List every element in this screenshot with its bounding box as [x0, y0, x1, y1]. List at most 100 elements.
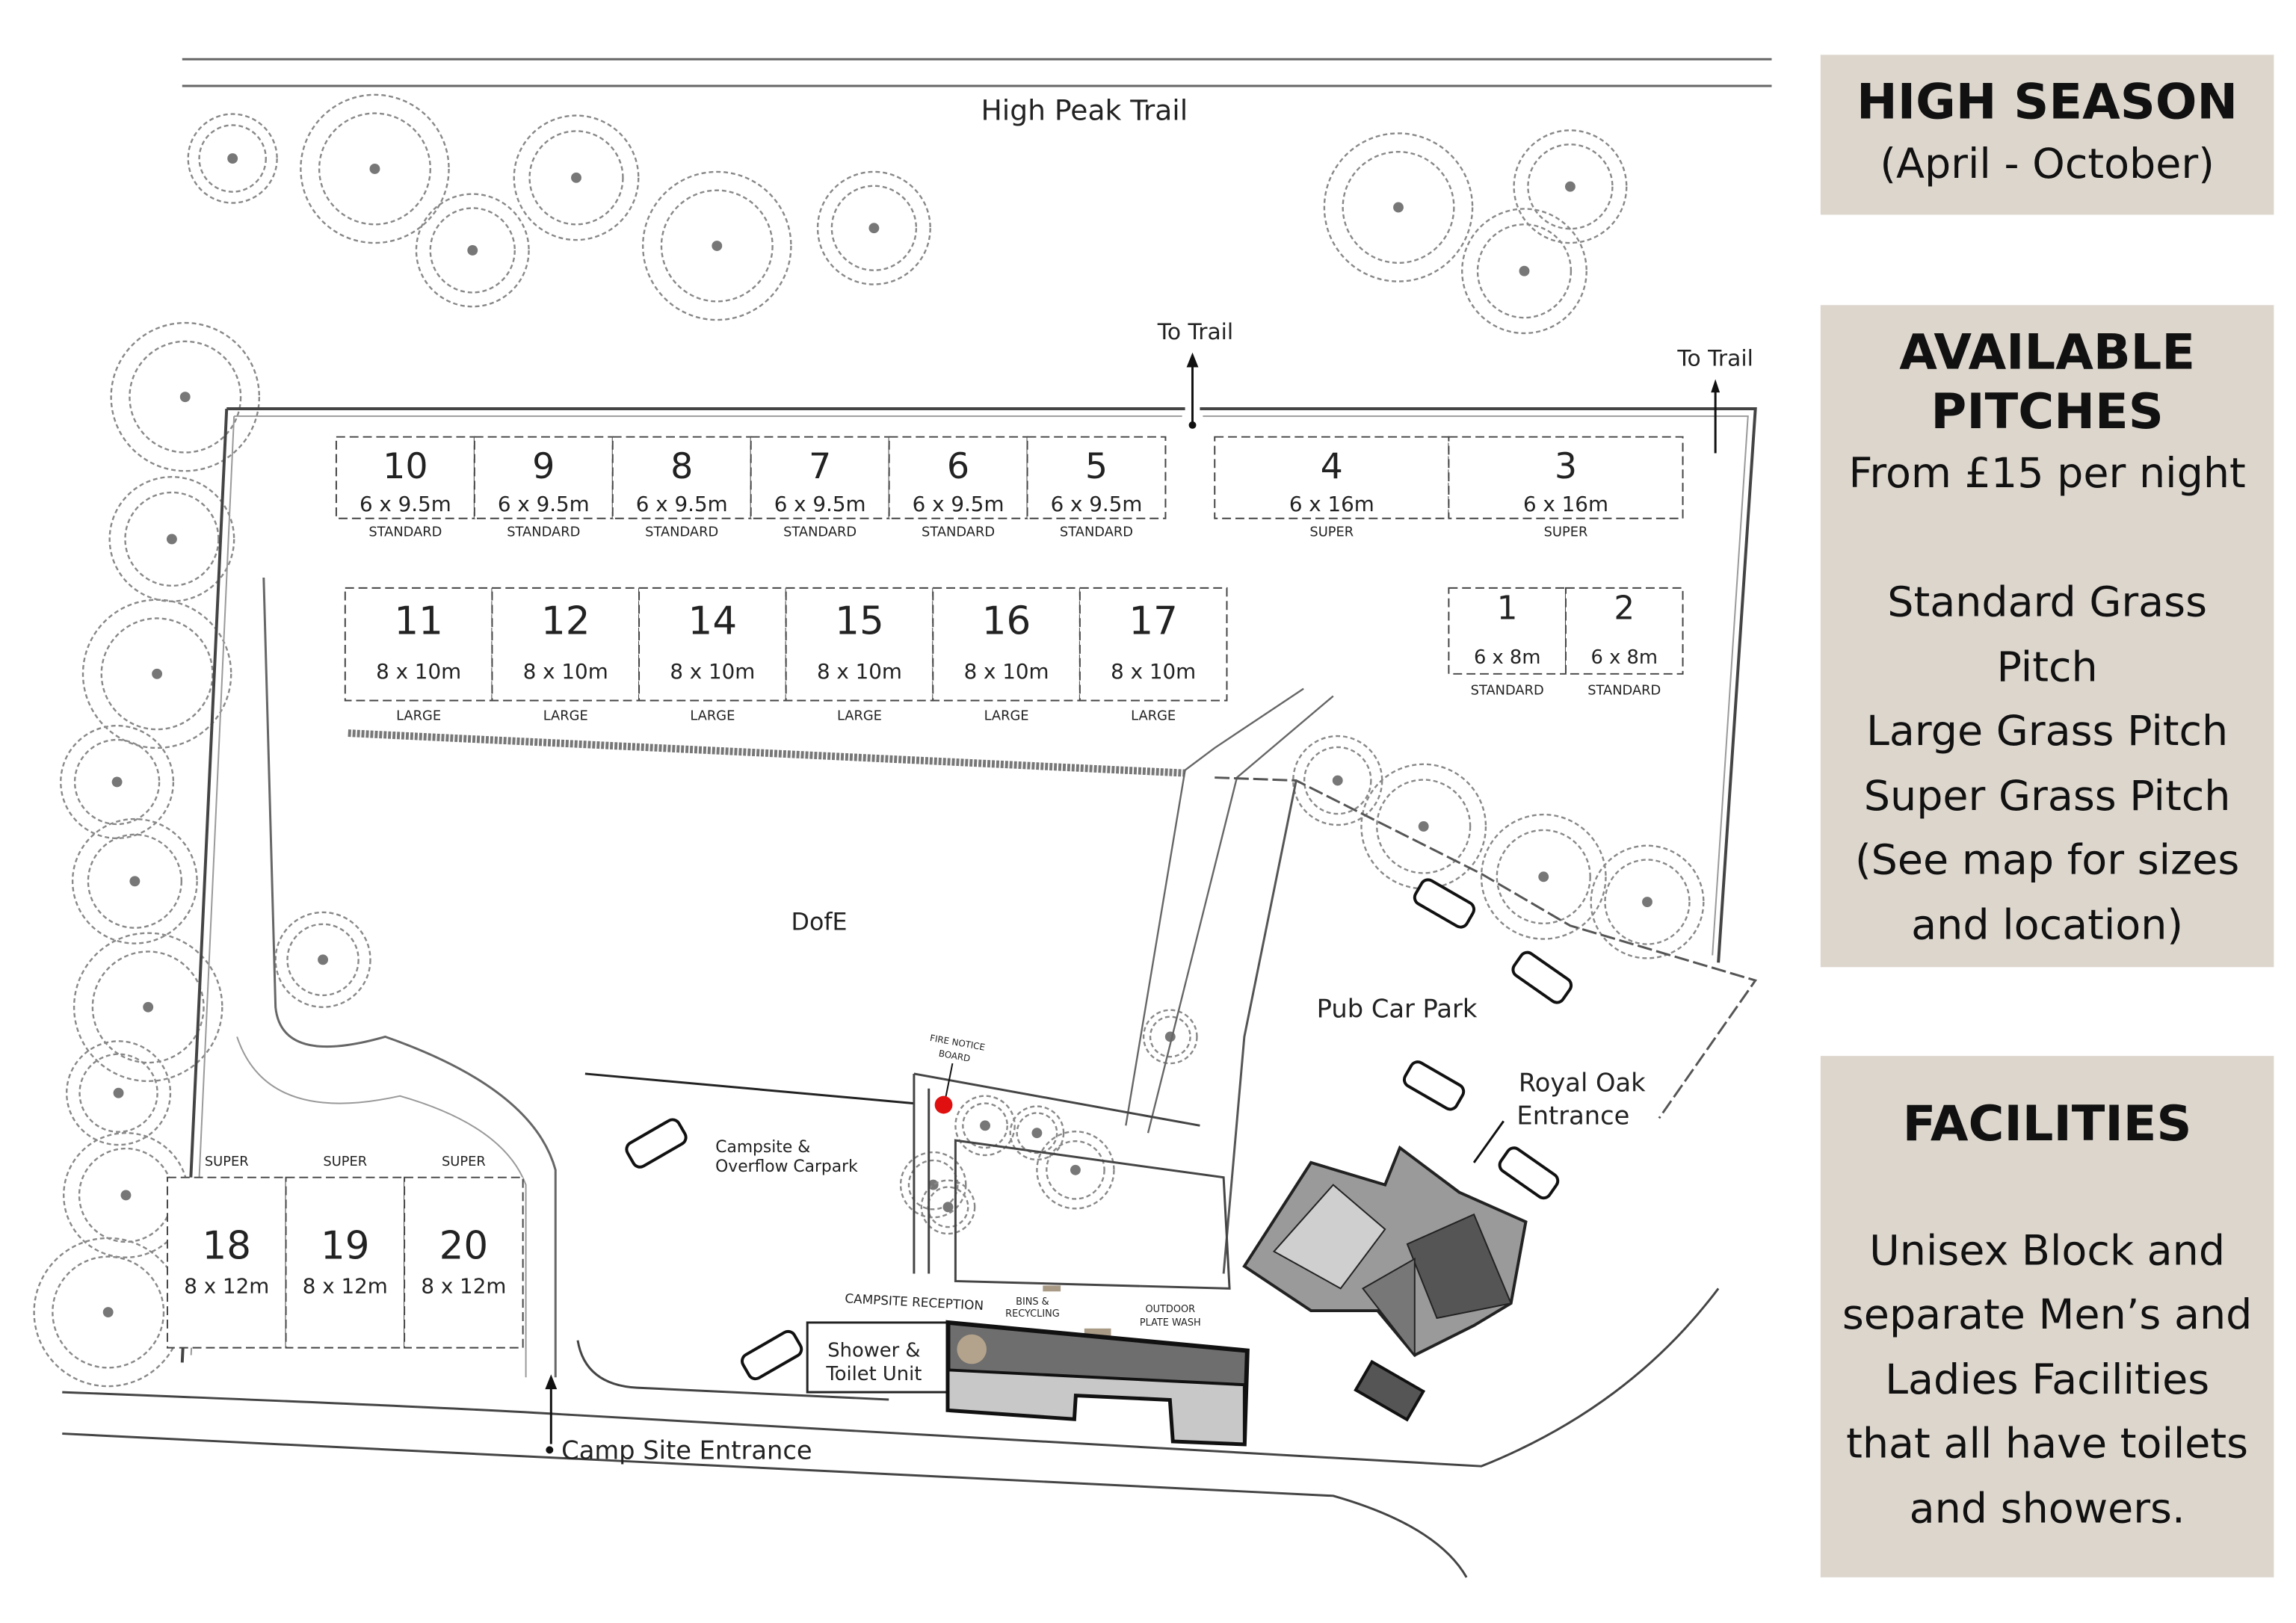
pitch-type: LARGE — [396, 708, 441, 723]
pitch-size: 8 x 10m — [523, 659, 608, 684]
entrance-arrow — [1472, 1120, 1505, 1163]
pitch-number: 3 — [1555, 446, 1577, 487]
pitch-number: 11 — [394, 599, 443, 643]
tree-icon — [187, 113, 278, 204]
pitch-type: STANDARD — [1587, 683, 1661, 699]
royal-oak-entrance-label: Entrance — [1516, 1101, 1629, 1130]
overflow-carpark-label: Campsite & — [715, 1138, 810, 1157]
pitch-type: LARGE — [1131, 708, 1176, 723]
pitches-title: AVAILABLE — [1899, 323, 2196, 381]
pitch-number: 8 — [670, 446, 693, 487]
to-trail-label: To Trail — [1157, 319, 1233, 345]
tree-icon — [1480, 813, 1607, 940]
pitch-size: 6 x 9.5m — [498, 492, 590, 516]
pitch-type: LARGE — [984, 708, 1029, 723]
tree-icon — [1590, 844, 1705, 959]
pitch-number: 17 — [1129, 599, 1178, 643]
internal-road-edge-2 — [236, 1036, 527, 1378]
arrow-head-icon — [1186, 352, 1199, 368]
pitch-type: SUPER — [205, 1154, 249, 1169]
royal-oak-pub-building — [1242, 1145, 1528, 1422]
tree-icon — [81, 599, 232, 749]
tree-icon — [641, 170, 792, 321]
tree-icon — [274, 911, 371, 1008]
tree-icon — [816, 170, 931, 285]
pitch-number: 5 — [1085, 446, 1108, 487]
pitch-type: STANDARD — [368, 524, 442, 540]
pitch-type: STANDARD — [1060, 524, 1133, 540]
fire-notice-label-2: BOARD — [938, 1048, 971, 1064]
shower-label-2: Toilet Unit — [825, 1363, 922, 1385]
camp-site-entrance-label: Camp Site Entrance — [561, 1435, 812, 1465]
pitch-number: 14 — [688, 599, 738, 643]
pitch-info-line: and location) — [1911, 900, 2184, 949]
pitch-size: 6 x 8m — [1591, 646, 1658, 669]
facilities-line: that all have toilets — [1846, 1418, 2249, 1468]
pitch-number: 12 — [541, 599, 590, 643]
pitch-number: 19 — [321, 1224, 370, 1269]
royal-oak-label: Royal Oak — [1519, 1069, 1646, 1098]
tree-icon — [1360, 763, 1487, 890]
pitch-size: 8 x 10m — [964, 659, 1049, 684]
facilities-title: FACILITIES — [1902, 1094, 2192, 1152]
pitch-size: 6 x 9.5m — [636, 492, 728, 516]
pub-boundary-west — [1222, 780, 1297, 1274]
hedge — [348, 729, 1185, 777]
pitch-type: STANDARD — [783, 524, 857, 540]
pitch-type: STANDARD — [922, 524, 995, 540]
tree-icon — [300, 93, 450, 244]
pitch-size: 6 x 9.5m — [359, 492, 451, 516]
pitch-info-line: (See map for sizes — [1855, 835, 2240, 885]
facilities-line: Ladies Facilities — [1885, 1354, 2210, 1403]
pitch-size: 6 x 16m — [1289, 492, 1374, 516]
arrow-dot — [546, 1446, 554, 1454]
pitch-size: 8 x 12m — [421, 1273, 506, 1298]
tree-icon — [1461, 208, 1587, 335]
pitch-info-line: Standard Grass — [1887, 577, 2207, 627]
tree-icon — [1142, 1009, 1198, 1065]
tree-icon — [1513, 129, 1628, 244]
tree-icon — [60, 724, 175, 840]
reception-building-roof — [946, 1368, 1246, 1446]
arrow-dot — [1188, 421, 1197, 429]
pitch-size: 6 x 9.5m — [1051, 492, 1143, 516]
arrow-head-icon — [545, 1374, 558, 1390]
pitch-size: 8 x 10m — [817, 659, 902, 684]
pitch-info-line: Pitch — [1996, 642, 2098, 691]
pitch-number: 20 — [439, 1224, 489, 1269]
car-icon — [625, 1118, 688, 1169]
car-icon — [1511, 950, 1573, 1004]
plate-wash-label-2: PLATE WASH — [1140, 1317, 1201, 1329]
pitch-type: STANDARD — [645, 524, 718, 540]
pitch-number: 16 — [982, 599, 1031, 643]
tree-icon — [1009, 1105, 1065, 1161]
season-title: HIGH SEASON — [1857, 72, 2238, 131]
reception-label: CAMPSITE RECEPTION — [845, 1290, 984, 1313]
pitch-type: SUPER — [1544, 524, 1588, 540]
overflow-carpark-label-2: Overflow Carpark — [715, 1157, 858, 1176]
to-trail-label-2: To Trail — [1676, 346, 1753, 372]
campsite-map: High Peak Trail To Trail To Trail Camp S… — [33, 58, 1772, 1578]
main-road-edge-south — [62, 1432, 1468, 1578]
pitch-size: 8 x 10m — [670, 659, 755, 684]
